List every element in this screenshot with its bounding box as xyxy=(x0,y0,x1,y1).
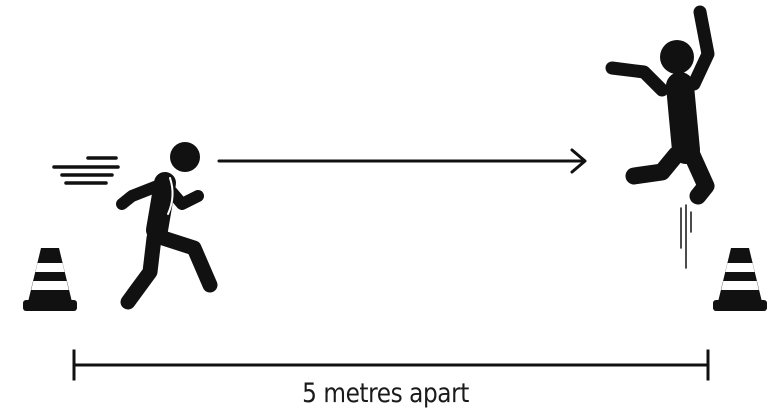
end-cone-icon xyxy=(713,248,767,311)
speed-lines-icon xyxy=(52,156,120,185)
measurement-line xyxy=(72,349,710,381)
start-cone-icon xyxy=(23,248,77,311)
jumper-icon xyxy=(605,5,715,269)
runner-icon xyxy=(116,142,218,310)
direction-arrow-icon xyxy=(217,148,587,174)
distance-label: 5 metres apart xyxy=(302,378,469,409)
